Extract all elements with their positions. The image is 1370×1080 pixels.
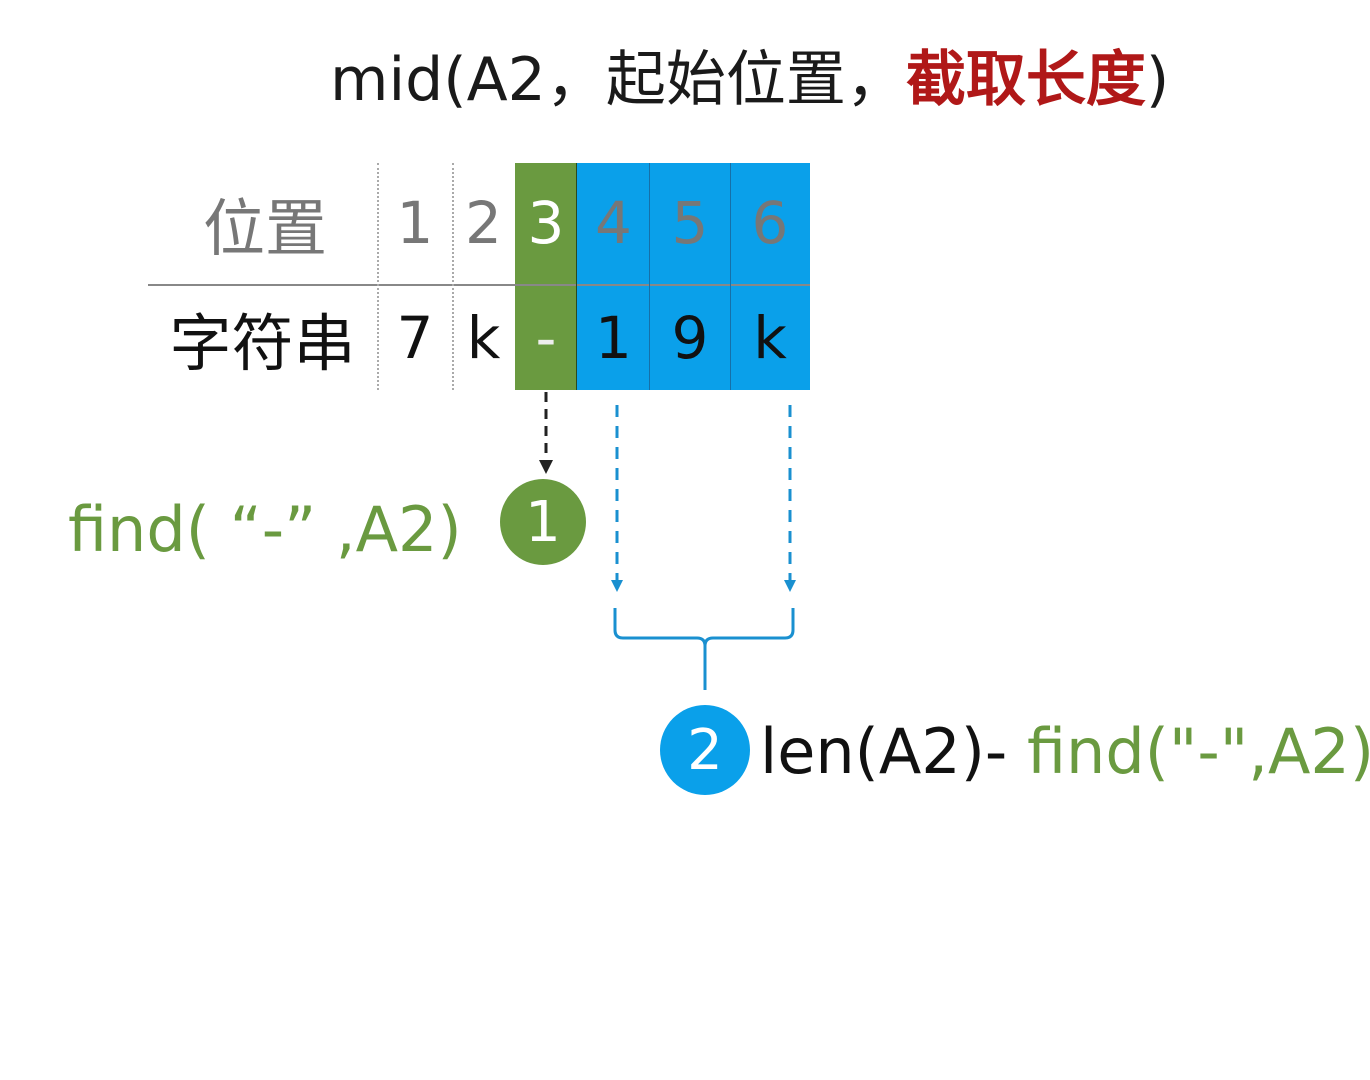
- position-cell: 1: [396, 189, 434, 257]
- position-cell: 5: [671, 189, 709, 257]
- step-1-badge: 1: [500, 479, 586, 565]
- bracket: [613, 608, 795, 690]
- char-cell: -: [535, 303, 557, 372]
- highlight-len-cells: [577, 163, 810, 390]
- position-cell: 2: [465, 189, 502, 257]
- formula-title: mid(A2，起始位置，截取长度): [330, 40, 1169, 120]
- position-cell: 3: [527, 189, 565, 257]
- find-arrow: [539, 392, 553, 474]
- len-formula-prefix: len(A2)-: [760, 715, 1027, 788]
- char-cell: 9: [671, 303, 709, 372]
- row-divider: [148, 284, 810, 286]
- column-divider: [730, 163, 731, 390]
- char-cell: k: [753, 303, 787, 372]
- title-prefix: mid(A2，起始位置，: [330, 45, 906, 115]
- len-formula-find: find("-",A2): [1026, 715, 1370, 788]
- column-divider: [649, 163, 650, 390]
- title-highlight: 截取长度: [905, 45, 1146, 115]
- title-suffix: ): [1145, 45, 1170, 115]
- column-divider: [377, 163, 379, 390]
- char-cell: k: [466, 303, 501, 372]
- column-divider: [576, 163, 577, 390]
- find-formula: find( “-” ,A2): [68, 493, 462, 566]
- len-formula: len(A2)- find("-",A2): [760, 712, 1370, 792]
- row-label-string: 字符串: [169, 306, 356, 380]
- char-cell: 1: [595, 303, 632, 372]
- column-divider: [452, 163, 454, 390]
- step-2-badge: 2: [660, 705, 750, 795]
- len-arrows: [611, 405, 796, 690]
- char-cell: 7: [396, 303, 434, 372]
- position-cell: 6: [751, 189, 789, 257]
- row-label-position: 位置: [202, 192, 327, 265]
- highlight-find-cell: [515, 163, 577, 390]
- position-cell: 4: [595, 189, 632, 257]
